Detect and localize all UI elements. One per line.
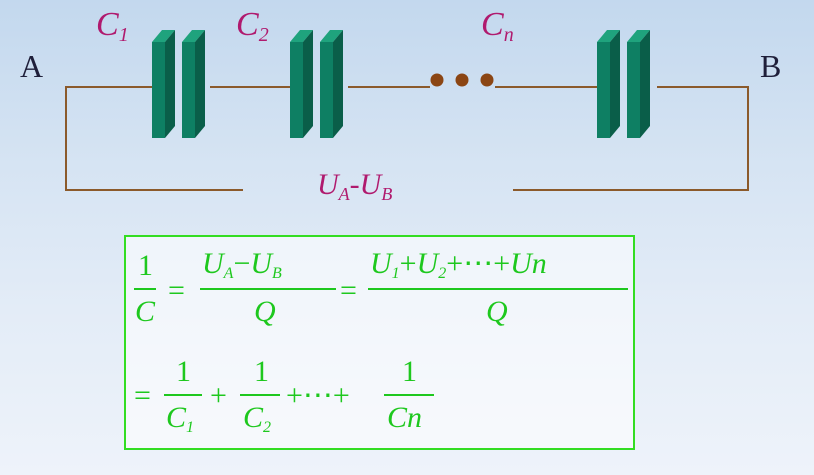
- capacitor-c2-label: C2: [236, 6, 269, 46]
- middle-numerator: UA−UB: [202, 247, 282, 282]
- right-denominator: Q: [486, 295, 508, 328]
- equals-sign-1: =: [168, 274, 185, 307]
- series-tail: +⋯+: [286, 379, 350, 412]
- middle-denominator: Q: [254, 295, 276, 328]
- series-ellipsis-dots: [430, 73, 494, 87]
- terminal-a-label: A: [20, 48, 44, 84]
- right-wire: [513, 86, 749, 191]
- voltage-label: UA-UB: [317, 168, 393, 204]
- capacitor-cn: [597, 30, 650, 138]
- capacitor-c2: [290, 30, 343, 138]
- left-wire: [65, 86, 243, 191]
- middle-fraction-bar: [200, 288, 336, 290]
- term2-fraction-bar: [240, 394, 280, 396]
- right-fraction-bar: [368, 288, 628, 290]
- right-numerator: U1+U2+⋯+Un: [370, 247, 547, 282]
- term2-numerator: 1: [254, 355, 269, 388]
- term3-fraction-bar: [384, 394, 434, 396]
- lhs-denominator: C: [135, 295, 156, 328]
- formula-box: 1 C = UA−UB Q = U1+U2+⋯+Un Q = 1 C1 + 1 …: [124, 235, 635, 450]
- circuit-wires: [65, 86, 749, 191]
- term3-denominator: Cn: [387, 401, 423, 434]
- equals-sign-2: =: [340, 274, 357, 307]
- lhs-fraction-bar: [134, 288, 156, 290]
- equals-sign-3: =: [134, 379, 151, 412]
- capacitor-cn-label: Cn: [481, 6, 514, 46]
- term3-numerator: 1: [402, 355, 417, 388]
- term1-numerator: 1: [176, 355, 191, 388]
- term2-denominator: C2: [243, 401, 272, 436]
- plus-sign-1: +: [210, 379, 227, 412]
- capacitor-c1: [152, 30, 205, 138]
- term1-denominator: C1: [166, 401, 195, 436]
- term1-fraction-bar: [164, 394, 202, 396]
- terminal-b-label: B: [760, 48, 782, 84]
- lhs-numerator: 1: [138, 249, 153, 282]
- capacitor-c1-label: C1: [96, 6, 129, 46]
